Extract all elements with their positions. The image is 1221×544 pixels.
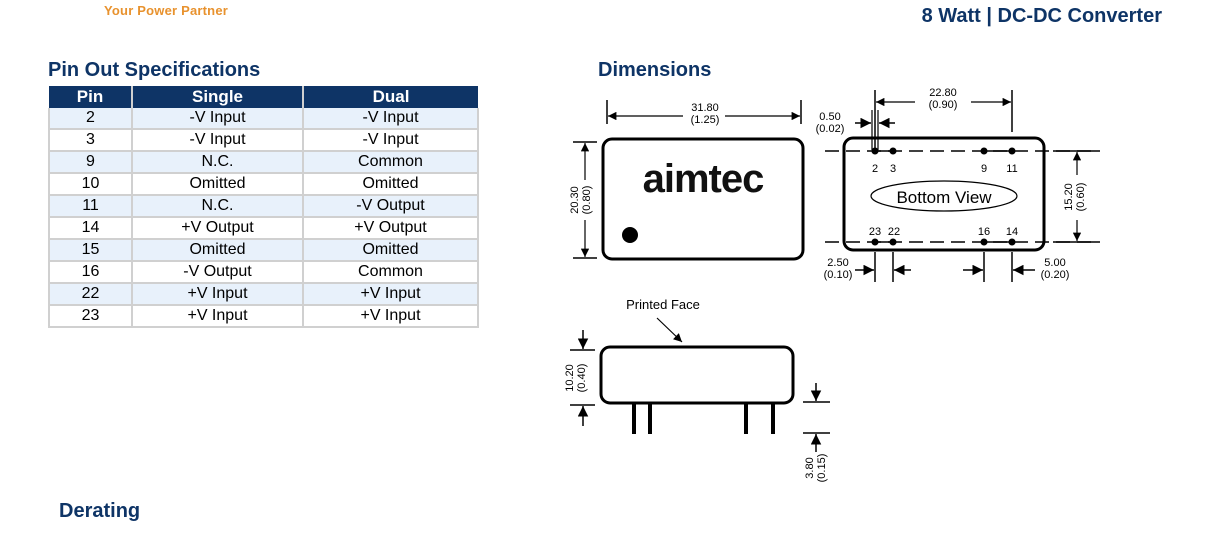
pin-number-cell: 11 xyxy=(48,195,133,218)
single-function-cell: -V Input xyxy=(132,108,304,130)
company-tagline: Your Power Partner xyxy=(104,3,229,18)
pin-number-cell: 2 xyxy=(48,108,133,130)
aimtec-logo: aimtec xyxy=(643,157,764,201)
pin-number-cell: 10 xyxy=(48,173,133,196)
single-function-cell: -V Output xyxy=(132,261,304,284)
pin-label-11: 11 xyxy=(1006,163,1017,175)
side-pin xyxy=(744,404,748,434)
top-height-mm: 20.30 xyxy=(569,186,581,214)
side-pin xyxy=(632,404,636,434)
pin-label-22: 22 xyxy=(888,226,900,238)
bottom-view-label: Bottom View xyxy=(896,188,992,207)
pinout-header-row: Pin Single Dual xyxy=(49,86,478,108)
pin-label-23: 23 xyxy=(869,226,881,238)
dual-function-cell: +V Input xyxy=(303,305,479,328)
single-function-cell: N.C. xyxy=(132,151,304,174)
top-view: aimtec 31.80 (1.25) 20.30 (0.80) xyxy=(569,100,805,261)
dimensions-section-title: Dimensions xyxy=(598,59,712,81)
pin-diameter-mm: 0.50 xyxy=(819,111,840,123)
pin-label-2: 2 xyxy=(872,163,878,175)
single-function-cell: +V Output xyxy=(132,217,304,240)
single-function-cell: N.C. xyxy=(132,195,304,218)
dual-function-cell: -V Output xyxy=(303,195,479,218)
column-header-dual: Dual xyxy=(303,86,478,108)
bottom-view: 2 3 9 11 Bottom View 23 22 16 14 22.80 (… xyxy=(816,87,1100,282)
pin-number-cell: 16 xyxy=(48,261,133,284)
pin-number-cell: 14 xyxy=(48,217,133,240)
pin-length-mm: 3.80 xyxy=(804,457,816,478)
document-title: 8 Watt | DC-DC Converter xyxy=(921,5,1162,27)
pin-label-16: 16 xyxy=(978,226,990,238)
dual-function-cell: +V Input xyxy=(303,283,479,306)
pin-number-cell: 15 xyxy=(48,239,133,262)
single-function-cell: +V Input xyxy=(132,305,304,328)
derating-section-title: Derating xyxy=(59,500,141,522)
pinout-row: 2-V Input-V Input xyxy=(48,108,479,130)
side-height-mm: 10.20 xyxy=(564,364,576,392)
dual-function-cell: -V Input xyxy=(303,108,479,130)
pitch2-mm: 5.00 xyxy=(1044,257,1065,269)
dual-function-cell: Omitted xyxy=(303,173,479,196)
pinout-row: 14+V Output+V Output xyxy=(48,217,479,240)
pinout-section-title: Pin Out Specifications xyxy=(48,59,261,81)
top-height-in: (0.80) xyxy=(581,186,593,215)
pitch-in: (0.10) xyxy=(824,269,853,281)
pinout-row: 22+V Input+V Input xyxy=(48,283,479,306)
row-spacing-mm: 15.20 xyxy=(1063,183,1075,211)
pin-span-in: (0.90) xyxy=(929,99,958,111)
top-width-mm: 31.80 xyxy=(691,102,719,114)
dual-function-cell: Common xyxy=(303,151,479,174)
dual-function-cell: Omitted xyxy=(303,239,479,262)
pin-number-cell: 3 xyxy=(48,129,133,152)
pin-number-cell: 9 xyxy=(48,151,133,174)
pinout-row: 23+V Input+V Input xyxy=(48,305,479,328)
pin-label-14: 14 xyxy=(1006,226,1018,238)
dual-function-cell: -V Input xyxy=(303,129,479,152)
dimensions-drawing: aimtec 31.80 (1.25) 20.30 (0.80) 2 3 9 1… xyxy=(564,87,1100,482)
side-pin xyxy=(771,404,775,434)
bottom-view-label-ellipse xyxy=(870,180,1018,212)
pin-number-cell: 22 xyxy=(48,283,133,306)
side-view: Printed Face 10.20 (0.40) 3.80 (0.15) xyxy=(564,297,830,482)
row-spacing-in: (0.60) xyxy=(1075,183,1087,212)
single-function-cell: +V Input xyxy=(132,283,304,306)
dual-function-cell: +V Output xyxy=(303,217,479,240)
pin-span-mm: 22.80 xyxy=(929,87,957,99)
pin-number-cell: 23 xyxy=(48,305,133,328)
column-header-single: Single xyxy=(132,86,304,108)
dual-function-cell: Common xyxy=(303,261,479,284)
top-view-outline xyxy=(601,137,805,261)
side-view-outline xyxy=(599,345,795,405)
column-header-pin: Pin xyxy=(49,86,133,108)
pitch2-in: (0.20) xyxy=(1041,269,1070,281)
top-width-in: (1.25) xyxy=(691,114,720,126)
single-function-cell: Omitted xyxy=(132,173,304,196)
side-pin xyxy=(648,404,652,434)
pin-diameter-in: (0.02) xyxy=(816,123,845,135)
pin-label-3: 3 xyxy=(890,163,896,175)
pitch-mm: 2.50 xyxy=(827,257,848,269)
single-function-cell: -V Input xyxy=(132,129,304,152)
printed-face-arrow xyxy=(656,317,683,343)
printed-face-label: Printed Face xyxy=(626,297,700,312)
side-height-in: (0.40) xyxy=(576,364,588,393)
pin1-marker-dot xyxy=(622,227,638,243)
bottom-view-outline xyxy=(842,136,1046,252)
pinout-row: 3-V Input-V Input xyxy=(48,129,479,152)
pin-length-in: (0.15) xyxy=(816,454,828,483)
pin-label-9: 9 xyxy=(981,163,987,175)
single-function-cell: Omitted xyxy=(132,239,304,262)
